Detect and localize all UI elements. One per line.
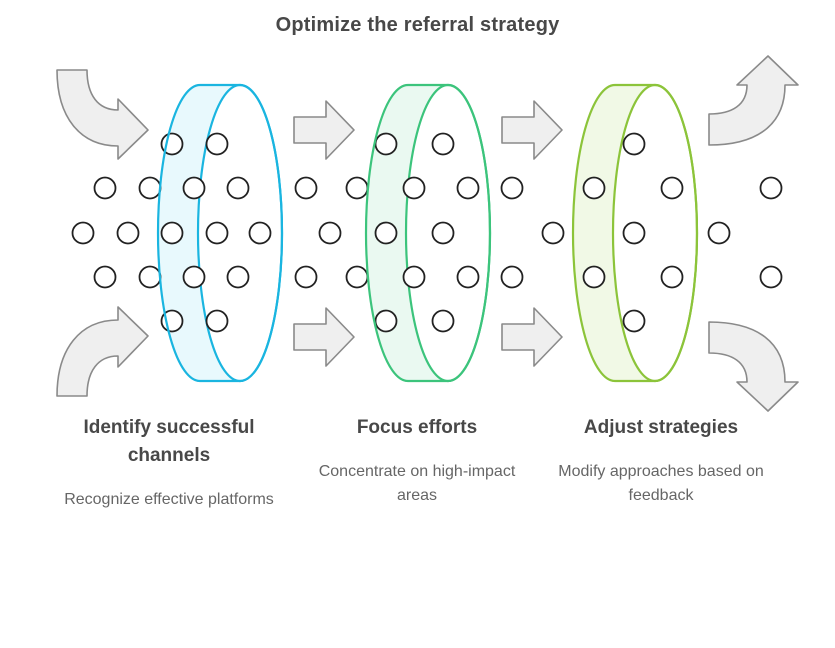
diagram-title: Optimize the referral strategy [275, 14, 560, 36]
step-description: Modify approaches based on feedback [558, 463, 764, 504]
particle-dot [318, 221, 342, 245]
particle-dot [456, 265, 480, 289]
particle-dot [226, 265, 250, 289]
ring-focus-front-right [447, 83, 492, 383]
step-title: Adjust strategies [583, 417, 739, 438]
particle-dot [345, 176, 369, 200]
step-identify: Identify successful channels Recognize e… [59, 414, 279, 512]
straight-arrow [501, 100, 563, 160]
particle-dot [116, 221, 140, 245]
particle-dot [182, 176, 206, 200]
ring-focus-edges [408, 83, 448, 383]
step-adjust: Adjust strategies Modify approaches base… [551, 414, 771, 508]
particle-dot [374, 309, 398, 333]
particle-dot [205, 132, 229, 156]
ring-identify-front-right [239, 83, 284, 383]
step-title: Focus efforts [356, 417, 478, 438]
particle-dot [294, 265, 318, 289]
particle-dot [759, 176, 783, 200]
particle-dot [205, 221, 229, 245]
particle-dot [345, 265, 369, 289]
ring-identify-band [158, 85, 240, 381]
particle-dot [622, 309, 646, 333]
particle-dot [500, 176, 524, 200]
particle-dot [374, 221, 398, 245]
ring-back-halves [158, 83, 699, 383]
particle-dot [707, 221, 731, 245]
ring-front-halves [156, 83, 699, 383]
particle-dot [660, 265, 684, 289]
step-focus: Focus efforts Concentrate on high-impact… [307, 414, 527, 508]
ring-identify-front-left [156, 83, 201, 383]
particle-dot [248, 221, 272, 245]
particle-dot [226, 176, 250, 200]
particle-dot [582, 265, 606, 289]
particle-dot [138, 265, 162, 289]
particle-dot [582, 176, 606, 200]
ring-identify-edges [200, 83, 240, 383]
ring-focus-band [366, 85, 448, 381]
particle-dot [205, 309, 229, 333]
ring-adjust-edges [615, 83, 655, 383]
particle-dot [93, 265, 117, 289]
straight-arrow [501, 307, 563, 367]
particle-dot [71, 221, 95, 245]
particle-dot [374, 132, 398, 156]
ring-adjust-front-left [571, 83, 616, 383]
particle-dot [294, 176, 318, 200]
particle-dot [622, 132, 646, 156]
particle-dots [71, 132, 783, 333]
particle-dot [402, 176, 426, 200]
particle-dot [402, 265, 426, 289]
particle-dot [622, 221, 646, 245]
particle-dot [93, 176, 117, 200]
flow-arrows [56, 55, 799, 412]
particle-dot [138, 176, 162, 200]
particle-dot [541, 221, 565, 245]
step-title: Identify successful channels [83, 417, 255, 466]
ring-adjust-front-right [654, 83, 699, 383]
particle-dot [160, 221, 184, 245]
particle-dot [660, 176, 684, 200]
particle-dot [500, 265, 524, 289]
curved-arrow-out-top [708, 55, 799, 146]
straight-arrow [293, 307, 355, 367]
particle-dot [456, 176, 480, 200]
particle-dot [182, 265, 206, 289]
particle-dot [431, 309, 455, 333]
ring-focus-front-left [364, 83, 409, 383]
particle-dot [759, 265, 783, 289]
curved-arrow-in-bottom [56, 306, 149, 397]
particle-dot [431, 221, 455, 245]
curved-arrow-in-top [56, 69, 149, 160]
straight-arrow [293, 100, 355, 160]
step-description: Concentrate on high-impact areas [318, 463, 516, 504]
curved-arrow-out-bottom [708, 321, 799, 412]
ring-adjust-band [573, 85, 655, 381]
step-description: Recognize effective platforms [64, 491, 274, 508]
particle-dot [431, 132, 455, 156]
